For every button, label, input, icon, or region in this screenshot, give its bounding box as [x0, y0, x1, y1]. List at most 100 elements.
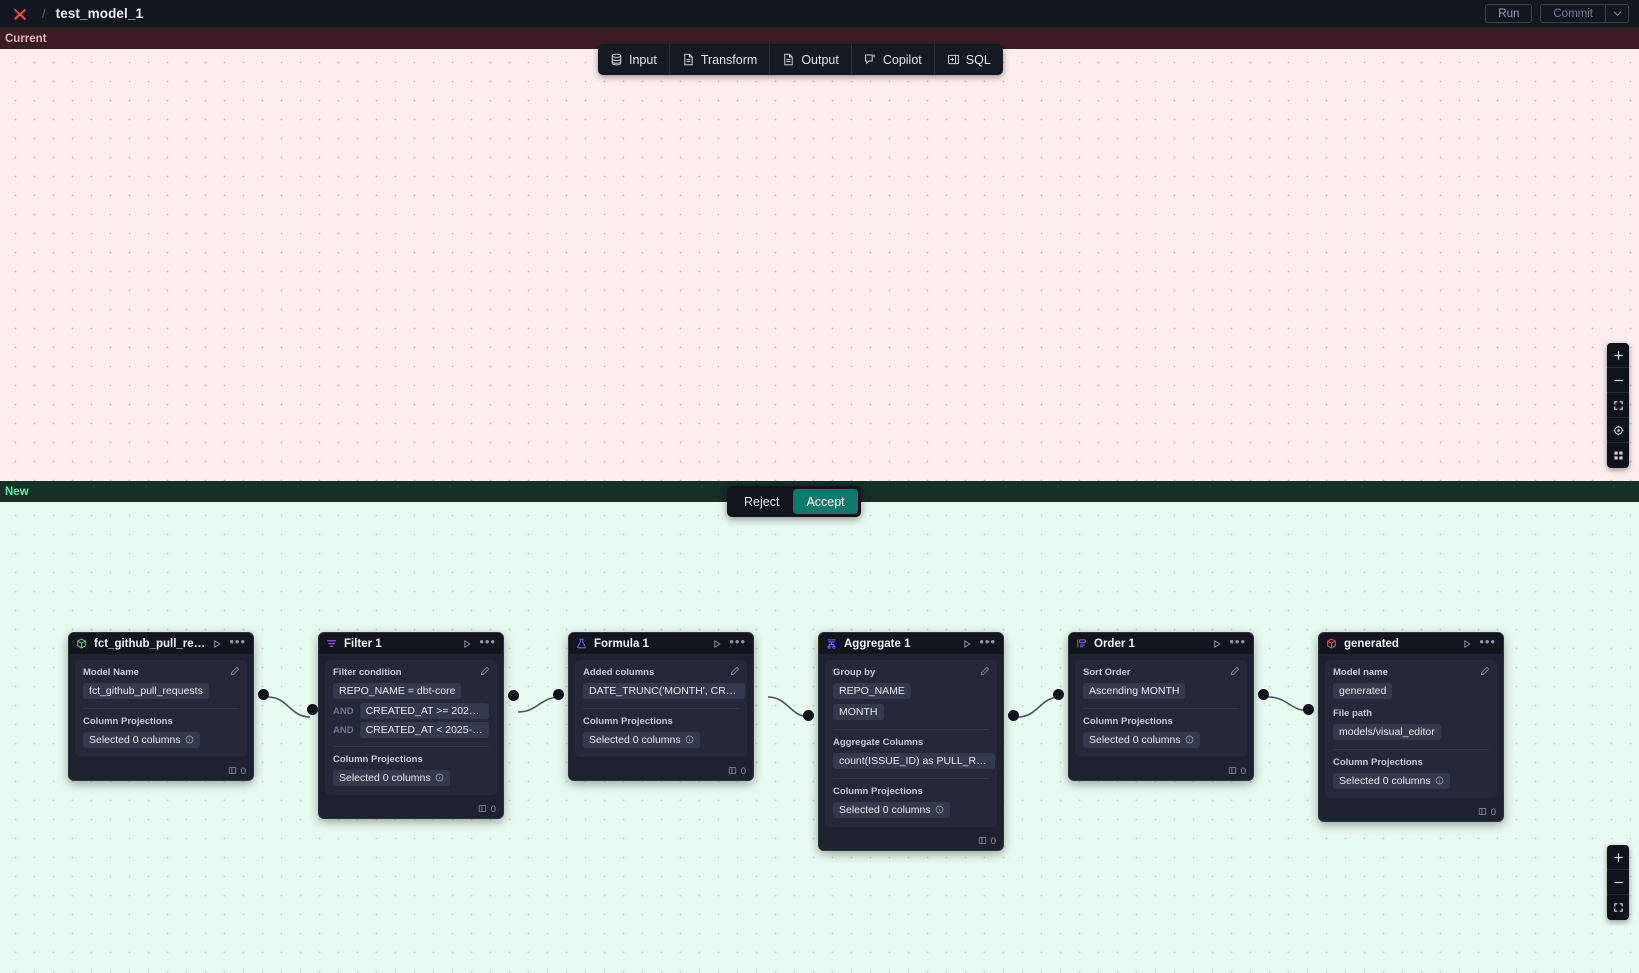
edge-handle-out[interactable]: [1258, 689, 1269, 700]
section-label: Group by: [833, 667, 876, 678]
filter-condition-pill[interactable]: CREATED_AT >= 2024-12-01: [359, 703, 489, 719]
x-logo-icon[interactable]: [10, 4, 30, 24]
group-by-pill[interactable]: MONTH: [833, 703, 884, 720]
node-footer-count: 0: [1490, 807, 1496, 818]
toolbar-item-copilot[interactable]: Copilot: [852, 44, 935, 75]
play-icon[interactable]: [1462, 639, 1472, 649]
value-pill[interactable]: fct_github_pull_requests: [83, 682, 209, 699]
toolbar-item-transform[interactable]: Transform: [670, 44, 771, 75]
edge-handle-in[interactable]: [553, 689, 564, 700]
recenter-icon[interactable]: [1607, 418, 1629, 443]
node-title: Formula 1: [594, 637, 649, 650]
pencil-icon[interactable]: [980, 666, 990, 676]
accept-button[interactable]: Accept: [793, 489, 858, 514]
node-body: Model name generated File path models/vi…: [1319, 654, 1503, 804]
edge-handle-out[interactable]: [508, 690, 519, 701]
play-icon[interactable]: [962, 639, 972, 649]
sort-order-pill[interactable]: Ascending MONTH: [1083, 682, 1186, 699]
ellipsis-icon[interactable]: •••: [479, 633, 496, 649]
node-filter-1[interactable]: Filter 1 ••• Filter condition REPO_NAME …: [318, 632, 504, 819]
info-icon[interactable]: [935, 805, 944, 814]
database-icon: [610, 53, 623, 66]
commit-button-group: Commit: [1540, 4, 1629, 23]
edge-handle-out[interactable]: [1008, 710, 1019, 721]
column-projection-pill[interactable]: Selected 0 columns: [1333, 772, 1450, 789]
filter-condition-row: AND CREATED_AT >= 2024-12-01: [333, 703, 489, 719]
group-by-pill[interactable]: REPO_NAME: [833, 682, 911, 699]
ellipsis-icon[interactable]: •••: [979, 633, 996, 649]
ellipsis-icon[interactable]: •••: [1229, 633, 1246, 649]
toolbar-label-transform: Transform: [700, 52, 758, 67]
column-projection-label: Selected 0 columns: [1339, 774, 1431, 787]
filter-condition-pill[interactable]: REPO_NAME = dbt-core: [333, 682, 462, 699]
plus-icon[interactable]: [1607, 845, 1629, 870]
node-body: Filter condition REPO_NAME = dbt-core AN…: [319, 654, 503, 801]
section-label: Added columns: [583, 667, 655, 678]
info-icon[interactable]: [435, 773, 444, 782]
toolbar-item-output[interactable]: Output: [770, 44, 852, 75]
node-footer: 0: [69, 763, 253, 780]
run-button[interactable]: Run: [1485, 4, 1533, 23]
pencil-icon[interactable]: [730, 666, 740, 676]
info-icon[interactable]: [185, 735, 194, 744]
topbar-actions: Run Commit: [1485, 4, 1629, 23]
minus-icon[interactable]: [1607, 368, 1629, 393]
node-fct-github-pull-requests[interactable]: fct_github_pull_requests ••• Model Name …: [68, 632, 254, 781]
added-columns-pill[interactable]: DATE_TRUNC('MONTH', CREATED_AT...: [583, 682, 745, 699]
pencil-icon[interactable]: [1480, 666, 1490, 676]
section-label: Column Projections: [833, 786, 923, 797]
node-footer-count: 0: [740, 766, 746, 777]
node-title: Aggregate 1: [844, 637, 911, 650]
ellipsis-icon[interactable]: •••: [729, 633, 746, 649]
info-icon[interactable]: [1185, 735, 1194, 744]
model-name-pill[interactable]: generated: [1333, 682, 1393, 699]
info-icon[interactable]: [1435, 776, 1444, 785]
column-projection-pill[interactable]: Selected 0 columns: [83, 731, 200, 748]
filter-condition-pill[interactable]: CREATED_AT < 2025-03-01: [359, 722, 489, 738]
chevron-down-icon[interactable]: [1605, 4, 1629, 23]
node-formula-1[interactable]: Formula 1 ••• Added columns DATE_TRUNC('…: [568, 632, 754, 781]
toolbar-item-input[interactable]: Input: [598, 44, 670, 75]
commit-button[interactable]: Commit: [1540, 4, 1605, 23]
toolbar-item-sql[interactable]: SQL: [935, 44, 1003, 75]
canvas-current-pane[interactable]: [0, 28, 1639, 481]
pencil-icon[interactable]: [230, 666, 240, 676]
play-icon[interactable]: [712, 639, 722, 649]
plus-icon[interactable]: [1607, 343, 1629, 368]
pencil-icon[interactable]: [1230, 666, 1240, 676]
edge-handle-in[interactable]: [307, 704, 318, 715]
column-projection-pill[interactable]: Selected 0 columns: [333, 769, 450, 786]
minus-icon[interactable]: [1607, 870, 1629, 895]
file-icon: [782, 53, 795, 66]
node-footer-count: 0: [1240, 766, 1246, 777]
edge-handle-in[interactable]: [1053, 689, 1064, 700]
edge-handle-out[interactable]: [803, 710, 814, 721]
toolbar-label-sql: SQL: [965, 52, 991, 67]
node-header: Filter 1 •••: [319, 633, 503, 654]
ellipsis-icon[interactable]: •••: [229, 633, 246, 649]
reject-button[interactable]: Reject: [730, 489, 793, 514]
node-footer-count: 0: [240, 766, 246, 777]
breadcrumb-separator: /: [42, 6, 46, 21]
node-card: Filter condition REPO_NAME = dbt-core AN…: [325, 660, 497, 795]
fit-screen-icon[interactable]: [1607, 393, 1629, 418]
edge-handle-out[interactable]: [258, 689, 269, 700]
play-icon[interactable]: [1212, 639, 1222, 649]
column-projection-pill[interactable]: Selected 0 columns: [833, 801, 950, 818]
fit-screen-icon[interactable]: [1607, 895, 1629, 920]
column-projection-pill[interactable]: Selected 0 columns: [1083, 731, 1200, 748]
play-icon[interactable]: [212, 639, 222, 649]
grid-icon[interactable]: [1607, 443, 1629, 468]
node-aggregate-1[interactable]: Aggregate 1 ••• Group by REPO_NAME MONTH…: [818, 632, 1004, 851]
ellipsis-icon[interactable]: •••: [1479, 633, 1496, 649]
column-projection-pill[interactable]: Selected 0 columns: [583, 731, 700, 748]
sort-icon: [1076, 638, 1087, 649]
aggregate-column-pill[interactable]: count(ISSUE_ID) as PULL_REQUEST_...: [833, 752, 995, 769]
edge-handle-in[interactable]: [1303, 704, 1314, 715]
play-icon[interactable]: [462, 639, 472, 649]
info-icon[interactable]: [685, 735, 694, 744]
node-order-1[interactable]: Order 1 ••• Sort Order Ascending MONTH C…: [1068, 632, 1254, 781]
pencil-icon[interactable]: [480, 666, 490, 676]
node-generated[interactable]: generated ••• Model name generated File …: [1318, 632, 1504, 822]
file-path-pill[interactable]: models/visual_editor: [1333, 723, 1441, 740]
